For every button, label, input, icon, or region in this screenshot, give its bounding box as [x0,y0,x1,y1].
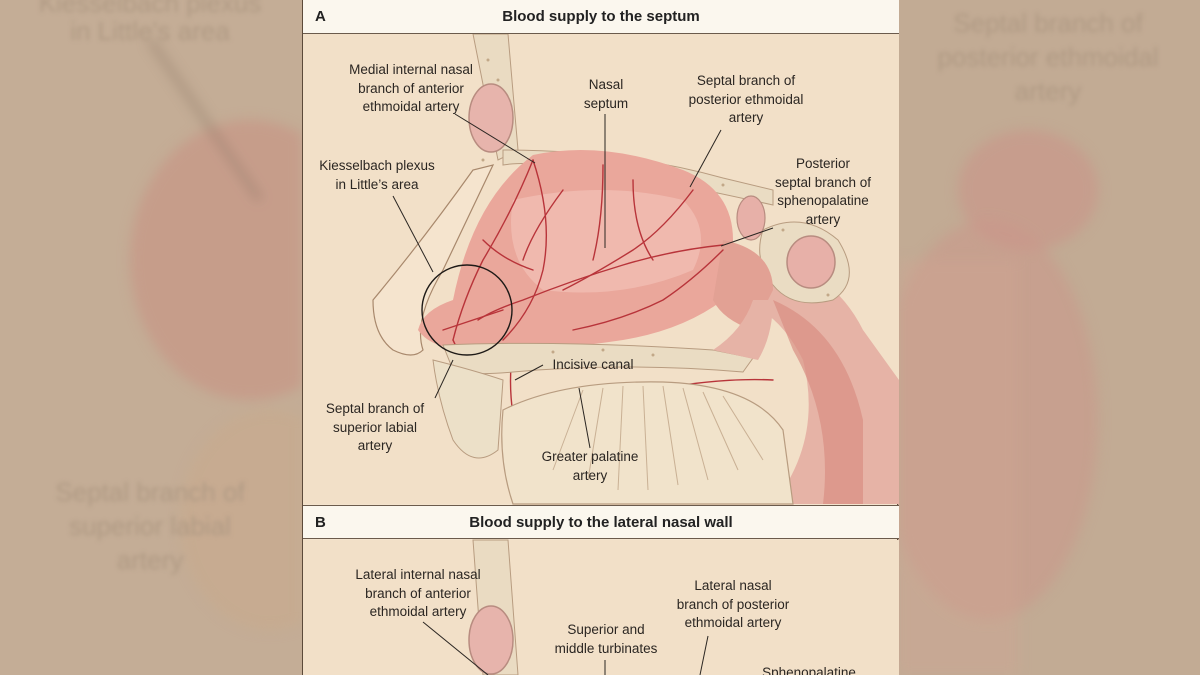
panel-a-header: A Blood supply to the septum [303,0,899,34]
label-line: artery [357,438,393,453]
nasal-anatomy-illustration [303,33,899,675]
blurred-right-art [898,130,1098,675]
label-line: Greater palatine [541,449,639,464]
label-medial-internal-nasal: Medial internal nasal branch of anterior… [317,61,505,117]
label-kiesselbach-plexus: Kiesselbach plexus in Little’s area [307,157,447,194]
label-line: Superior and [567,622,645,637]
label-line: artery [572,467,608,483]
label-line: ethmoidal artery [362,99,460,114]
label-line: Lateral internal nasal [355,567,481,582]
blurred-label-labial-2: superior labial [69,511,231,541]
label-line: Sphenopalatine [762,665,856,675]
label-posterior-septal-sphenopalatine: Posterior septal branch of sphenopalatin… [759,155,887,229]
blurred-label-septal-3: artery [1014,76,1082,106]
label-nasal-septum: Nasal septum [563,76,649,113]
panel-a-letter: A [315,8,326,25]
label-septal-superior-labial: Septal branch of superior labial artery [311,400,439,456]
label-line: Septal branch of [696,73,796,88]
panel-b-letter: B [315,514,326,531]
label-incisive-canal: Incisive canal [543,356,643,375]
label-line: Posterior [795,156,851,171]
label-line: branch of posterior [676,596,790,612]
label-line: superior labial [332,419,418,435]
label-line: posterior ethmoidal [688,91,804,107]
blurred-left-panel: Kiesselbach plexus in Little's area Sept… [0,0,302,675]
label-line: sphenopalatine [777,193,869,208]
blurred-label-labial-1: Septal branch of [55,477,245,507]
label-line: Kiesselbach plexus [319,158,435,173]
label-line: branch of anterior [358,80,464,96]
label-line: ethmoidal artery [684,615,782,630]
label-sphenopalatine: Sphenopalatine [749,664,869,675]
label-septal-posterior-ethmoidal: Septal branch of posterior ethmoidal art… [671,72,821,128]
blurred-label-littles-area: in Little's area [70,16,230,46]
label-line: Lateral nasal [694,578,772,593]
blurred-label-labial-3: artery [116,545,184,575]
label-line: artery [805,211,841,227]
panel-b-title: Blood supply to the lateral nasal wall [469,514,733,531]
label-superior-middle-turbinates: Superior and middle turbinates [541,621,671,658]
label-greater-palatine: Greater palatine artery [525,448,655,485]
blurred-label-septal-2: posterior ethmoidal [937,42,1159,72]
label-line: septal branch of [774,174,872,190]
panel-a-title: Blood supply to the septum [502,8,700,25]
blurred-label-kiesselbach: Kiesselbach plexus [38,0,262,18]
label-line: ethmoidal artery [369,604,467,619]
label-line: branch of anterior [365,585,471,601]
label-line: septum [583,95,629,111]
blurred-left-art [130,38,302,630]
blurred-label-septal-1: Septal branch of [953,8,1143,38]
label-line: Septal branch of [325,401,425,416]
label-line: in Little’s area [335,176,419,192]
figure-panel: A Blood supply to the septum Medial inte… [302,0,899,675]
label-line: Medial internal nasal [349,62,473,77]
label-lateral-nasal-posterior-ethmoidal: Lateral nasal branch of posterior ethmoi… [661,577,805,633]
label-line: middle turbinates [554,640,658,656]
label-lateral-internal-nasal: Lateral internal nasal branch of anterio… [333,566,503,622]
label-line: artery [728,110,764,125]
panel-b-header: B Blood supply to the lateral nasal wall [303,505,899,539]
label-line: Nasal [588,77,624,92]
blurred-right-panel: Septal branch of posterior ethmoidal art… [898,0,1200,675]
label-line: Incisive canal [552,357,634,372]
